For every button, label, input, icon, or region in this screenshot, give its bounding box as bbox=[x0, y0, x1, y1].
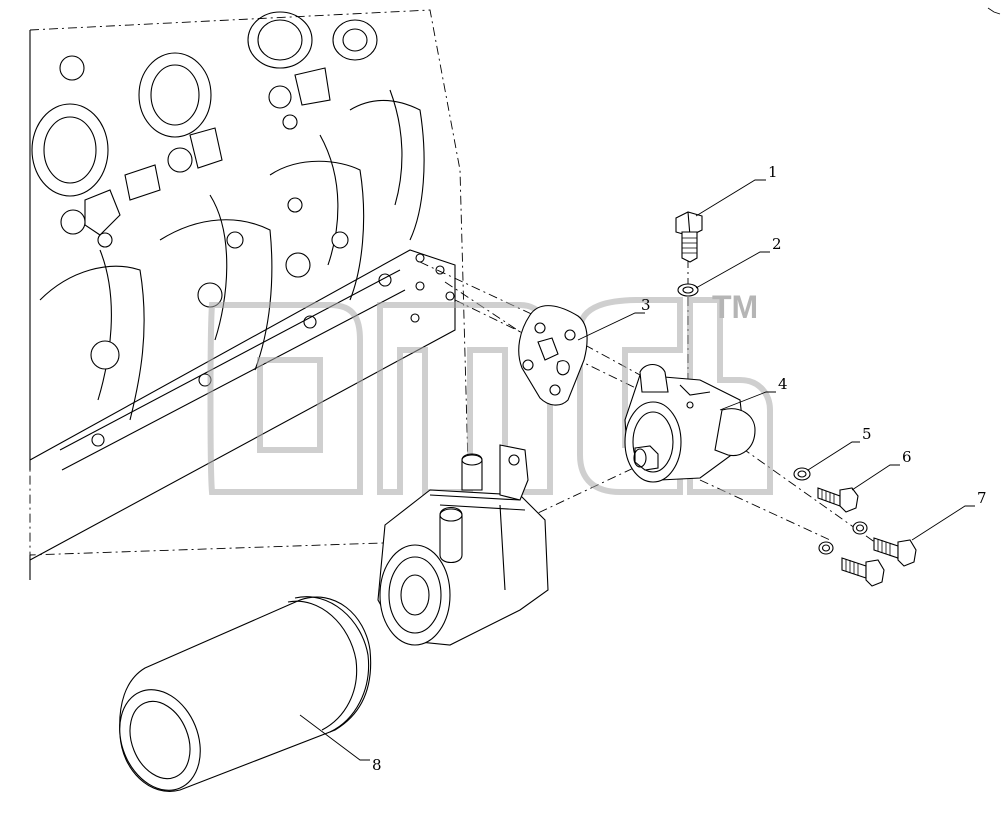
callout-7: 7 bbox=[977, 489, 987, 507]
part-7-bolts-and-washers bbox=[818, 521, 917, 587]
part-2-washer bbox=[677, 283, 699, 297]
leader-lines bbox=[299, 179, 975, 761]
oil-cooler bbox=[377, 444, 549, 646]
callout-6: 6 bbox=[902, 448, 912, 466]
part-5-washer bbox=[793, 467, 811, 481]
corner-mark bbox=[987, 7, 1001, 15]
callout-1: 1 bbox=[768, 163, 778, 181]
callout-4: 4 bbox=[778, 375, 788, 393]
part-1-bolt bbox=[675, 211, 703, 263]
callout-3: 3 bbox=[641, 296, 651, 314]
callout-5: 5 bbox=[862, 425, 872, 443]
part-3-gasket bbox=[518, 305, 588, 406]
part-6-bolt bbox=[817, 487, 859, 513]
part-4-filter-head bbox=[624, 363, 756, 483]
part-8-oil-filter bbox=[119, 596, 372, 792]
callout-8: 8 bbox=[372, 756, 382, 774]
watermark-logo: TM bbox=[207, 289, 773, 495]
callout-2: 2 bbox=[772, 235, 782, 253]
engine-block bbox=[29, 9, 471, 580]
watermark-trademark: TM bbox=[712, 289, 758, 325]
